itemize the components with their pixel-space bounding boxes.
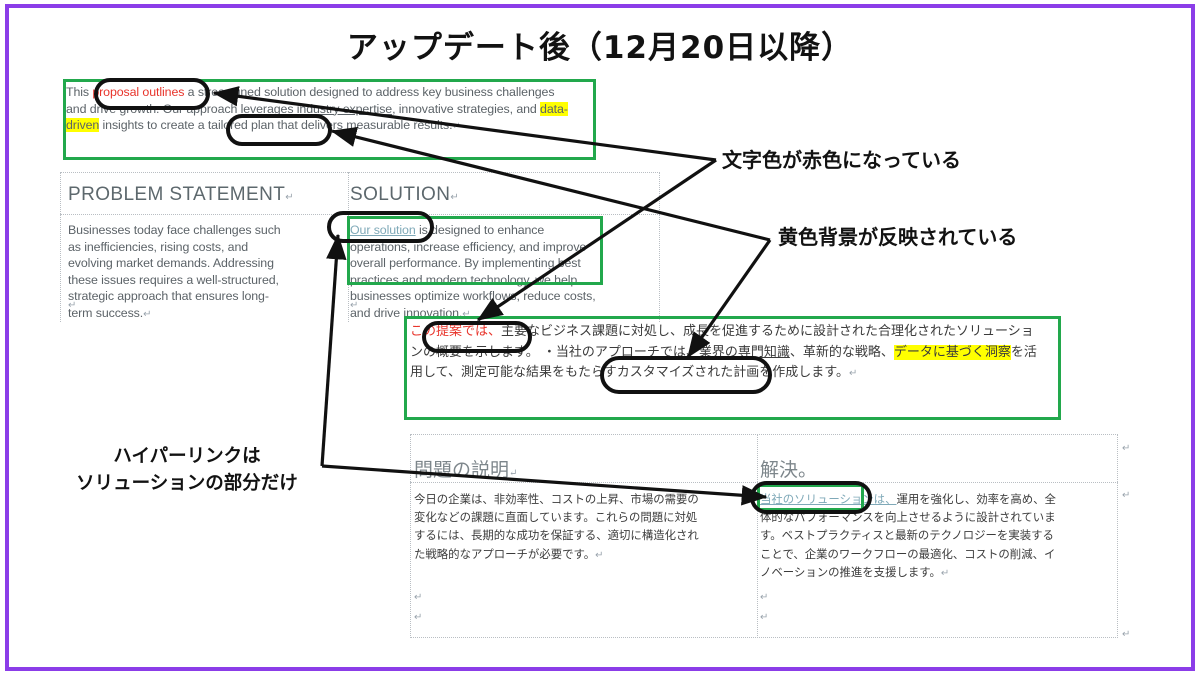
pilcrow-icon: ↵ (462, 308, 471, 320)
english-problem-heading: PROBLEM STATEMENT↵ (68, 184, 294, 206)
pilcrow-icon: ↵ (450, 192, 460, 203)
annotation-hyperlink-line1: ハイパーリンクは (113, 446, 261, 467)
annotation-yellow-bg-label: 黄色背景が反映されている (778, 225, 1018, 249)
english-solution-heading-text: SOLUTION (350, 184, 451, 205)
japanese-solution-body: 当社のソリューションは、運用を強化し、効率を高め、全体的なパフォーマンスを向上さ… (760, 490, 1058, 583)
annotation-hyperlink: ハイパーリンクは ソリューションの部分だけ (42, 443, 332, 497)
japanese-table-row2-mark-left: ↵ (1122, 490, 1131, 501)
pilcrow-icon: ↵ (143, 308, 152, 320)
japanese-problem-body: 今日の企業は、非効率性、コストの上昇、市場の需要の変化などの課題に直面しています… (414, 490, 702, 565)
english-problem-heading-text: PROBLEM STATEMENT (68, 184, 286, 205)
english-problem-extra-pilcrow: ↵ (68, 300, 77, 311)
english-solution-body-text: is designed to enhance operations, incre… (350, 223, 596, 320)
japanese-problem-heading: 問題の説明↵ (414, 455, 517, 482)
japanese-solution-heading: 解決。 (760, 455, 817, 482)
japanese-table-row1-mark-left: ↵ (1122, 443, 1131, 454)
intro-red-text: proposal outlines (92, 85, 185, 99)
pilcrow-icon: ↵ (595, 549, 604, 561)
jp-intro-red-text: この提案では、 (410, 324, 502, 339)
intro-text-mid3: insights to create a tailored plan that … (99, 118, 453, 133)
intro-text-mid2: , innovative strategies, and (392, 101, 541, 116)
pilcrow-icon: ↵ (452, 121, 461, 133)
english-solution-body: Our solution is designed to enhance oper… (350, 222, 596, 324)
japanese-solution-body-text: 運用を強化し、効率を高め、全体的なパフォーマンスを向上させるように設計されていま… (760, 492, 1056, 579)
japanese-problem-extra-pilcrow-2: ↵ (414, 612, 423, 623)
japanese-solution-extra-pilcrow-1: ↵ (760, 592, 769, 603)
arrow-hyperlink-to-english (320, 233, 347, 467)
annotation-hyperlink-line2: ソリューションの部分だけ (76, 473, 298, 494)
english-problem-body: Businesses today face challenges such as… (68, 222, 290, 324)
annotation-red-text: 文字色が赤色になっている (722, 145, 961, 175)
english-intro-paragraph: This proposal outlines a streamlined sol… (66, 84, 578, 136)
english-solution-hyperlink[interactable]: Our solution (350, 223, 416, 237)
annotation-yellow-bg: 黄色背景が反映されている (778, 222, 1017, 252)
english-solution-heading: SOLUTION↵ (350, 184, 459, 206)
japanese-solution-extra-pilcrow-2: ↵ (760, 612, 769, 623)
japanese-intro-paragraph: この提案では、主要なビジネス課題に対処し、成長を促進するために設計された合理化さ… (410, 322, 1040, 385)
jp-intro-text-mid2: 、革新的な戦略、 (789, 344, 894, 360)
annotation-red-text-label: 文字色が赤色になっている (722, 148, 961, 172)
japanese-solution-hyperlink[interactable]: 当社のソリューションは、 (760, 492, 897, 506)
page-title: アップデート後（12月20日以降） (346, 30, 854, 66)
pilcrow-icon: ↵ (849, 368, 858, 379)
intro-text-before: This (66, 85, 93, 99)
japanese-problem-heading-text: 問題の説明 (414, 459, 510, 481)
pilcrow-icon: ↵ (509, 468, 518, 479)
english-solution-extra-pilcrow: ↵ (350, 300, 359, 311)
japanese-table-bottom-mark: ↵ (1122, 629, 1131, 640)
pilcrow-icon: ↵ (940, 567, 950, 579)
pilcrow-icon: ↵ (285, 192, 295, 203)
japanese-solution-heading-text: 解決。 (760, 459, 818, 481)
japanese-problem-extra-pilcrow-1: ↵ (414, 592, 423, 603)
jp-intro-highlighted-text: データに基づく洞察 (893, 344, 1011, 360)
jp-intro-underline-text: 業界の専門知識 (698, 344, 790, 360)
english-problem-body-text: Businesses today face challenges such as… (68, 223, 281, 320)
japanese-problem-body-text: 今日の企業は、非効率性、コストの上昇、市場の需要の変化などの課題に直面しています… (414, 492, 699, 561)
intro-underline-text: industry expertise (296, 101, 393, 116)
